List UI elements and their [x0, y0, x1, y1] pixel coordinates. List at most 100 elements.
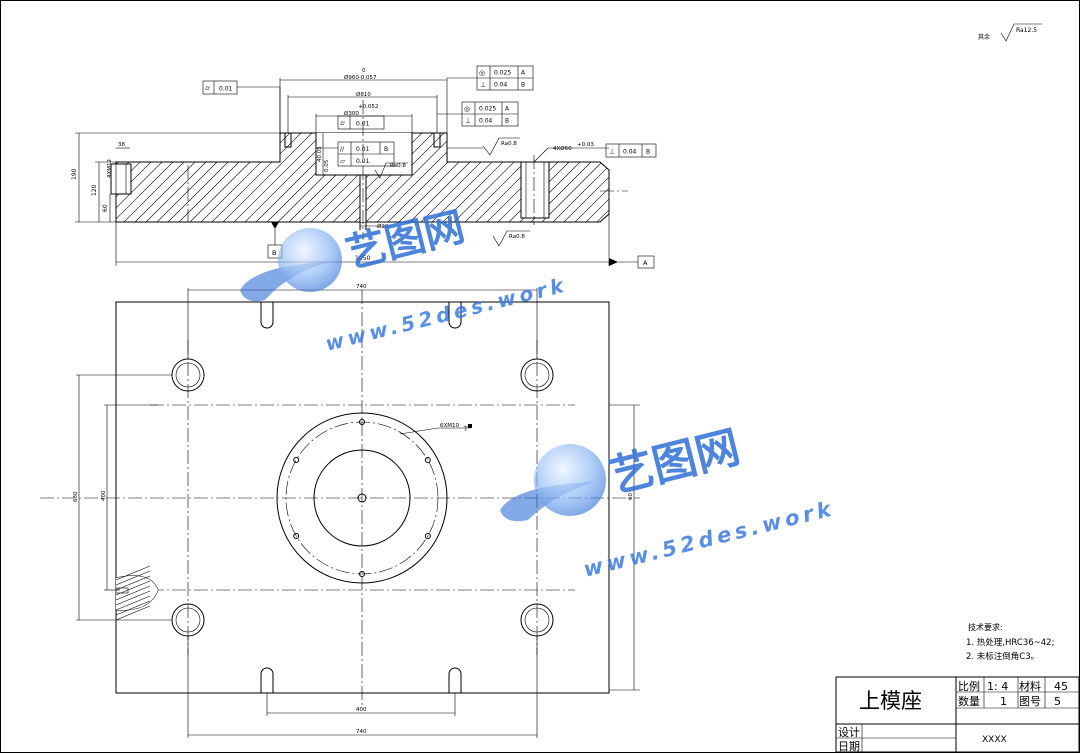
hatch-line	[689, 130, 799, 240]
hatch-line	[556, 133, 609, 222]
plate-outline	[115, 301, 610, 694]
svg-text://: //	[340, 146, 345, 153]
hatch-line	[612, 130, 722, 240]
svg-text:比例: 比例	[958, 679, 980, 693]
svg-text:Ra0.8: Ra0.8	[501, 141, 517, 147]
hatch-line	[700, 130, 810, 240]
svg-text:材料: 材料	[1019, 679, 1041, 693]
svg-text:技术要求:: 技术要求:	[968, 622, 1003, 632]
svg-text:T: T	[463, 426, 468, 433]
svg-text:5: 5	[1054, 695, 1061, 708]
svg-text:A: A	[521, 70, 526, 77]
globe-icon	[278, 228, 342, 292]
svg-text:0: 0	[362, 68, 366, 74]
part-name: 上模座	[859, 689, 922, 713]
technical-requirements: 技术要求: 1. 热处理,HRC36~42; 2. 未标注倒角C3。	[966, 622, 1054, 662]
svg-text:Ra0.8: Ra0.8	[509, 234, 525, 240]
hatch-line	[116, 133, 228, 222]
svg-text:120: 120	[91, 184, 98, 196]
svg-text:设计: 设计	[838, 726, 860, 739]
svg-text:0.01: 0.01	[356, 158, 370, 165]
svg-text:◎: ◎	[479, 69, 485, 77]
fcf-4: ⌭ 0.01	[337, 115, 385, 130]
svg-text:A: A	[505, 106, 510, 113]
svg-text:⊥: ⊥	[609, 148, 615, 156]
hatch-line	[116, 133, 162, 222]
svg-text:1. 热处理,HRC36~42;: 1. 热处理,HRC36~42;	[966, 637, 1054, 648]
hatch-line	[160, 133, 272, 222]
svg-text:其余: 其余	[978, 33, 990, 41]
local-hatch-line	[115, 570, 151, 586]
svg-text:0.04: 0.04	[494, 82, 508, 89]
hatch-line	[711, 130, 821, 240]
svg-text:▱: ▱	[340, 157, 345, 165]
globe-icon	[534, 444, 606, 516]
svg-text:数量: 数量	[958, 695, 980, 708]
svg-text:0.04: 0.04	[623, 149, 637, 156]
svg-text:40.05: 40.05	[317, 146, 323, 162]
fcf-6: ⊥ 0.04 B	[605, 143, 657, 158]
local-hatch-line	[115, 575, 151, 591]
svg-text:日期: 日期	[838, 740, 860, 753]
svg-text:Ø810: Ø810	[356, 91, 371, 98]
local-hatch-line	[115, 590, 151, 606]
svg-text:4XØ60: 4XØ60	[553, 145, 572, 152]
screw-hole	[293, 533, 300, 539]
hatch-line	[127, 133, 239, 222]
screw-hole	[293, 457, 300, 463]
guide-bore	[520, 161, 550, 219]
svg-text:Ø960-0.057: Ø960-0.057	[344, 74, 377, 81]
datum-a	[637, 255, 655, 269]
hatch-line	[138, 133, 250, 222]
svg-text:630: 630	[73, 491, 79, 502]
hatch-line	[336, 133, 448, 222]
svg-text:190: 190	[71, 168, 78, 180]
hatch-line	[656, 130, 766, 240]
fcf-5: // 0.01 B ▱ 0.01	[316, 141, 395, 167]
fcf-3: ◎ 0.025 A ⊥ 0.04 B	[437, 101, 519, 127]
svg-text:Ø300: Ø300	[344, 110, 359, 117]
title-block: 上模座 比例 1: 4 材料 45 数量 1 图号 5 设计 日期 XXXX	[835, 676, 1080, 753]
svg-text:⌭: ⌭	[340, 120, 345, 128]
svg-text:⊥: ⊥	[465, 117, 471, 125]
watermark-1: 艺图网 www.52des.work	[240, 204, 570, 356]
svg-text:0.025: 0.025	[494, 70, 511, 77]
svg-text:0.025: 0.025	[479, 106, 496, 113]
svg-text:+0.03: +0.03	[577, 142, 594, 148]
hatch-line	[589, 133, 609, 222]
plan-view: 740 400 740 630 400 60 6XM10 T	[40, 284, 640, 738]
svg-text:0.01: 0.01	[356, 146, 370, 153]
m12-hole	[110, 163, 132, 195]
roughness-symbol-icon	[1000, 23, 1042, 42]
hatch-line	[325, 133, 437, 222]
svg-text:38: 38	[118, 142, 125, 148]
hatch-line	[634, 130, 744, 240]
svg-text:0.01: 0.01	[356, 121, 370, 128]
svg-text:◎: ◎	[464, 105, 470, 113]
screw-hole	[424, 533, 431, 539]
hatch-line	[623, 130, 733, 240]
svg-text:⌭: ⌭	[205, 85, 210, 93]
hatch-line	[193, 133, 305, 222]
svg-text:B: B	[521, 82, 525, 89]
svg-text:Ø20: Ø20	[377, 223, 389, 230]
local-hatch-line	[115, 595, 151, 611]
watermark-2: 艺图网 www.52des.work	[500, 422, 837, 582]
hatch-line	[171, 133, 283, 222]
svg-text:6XM10: 6XM10	[440, 423, 460, 429]
svg-text:45: 45	[1054, 680, 1068, 693]
svg-text:0.05: 0.05	[324, 159, 330, 172]
hatch-line	[645, 130, 755, 240]
svg-text:B: B	[646, 149, 650, 156]
hatch-line	[116, 133, 195, 222]
svg-text:www.52des.work: www.52des.work	[581, 496, 837, 582]
hatch-line	[215, 133, 327, 222]
svg-text:0.04: 0.04	[479, 118, 493, 125]
svg-text:艺图网: 艺图网	[605, 422, 745, 503]
svg-text:60: 60	[102, 204, 109, 212]
svg-text:XXXX: XXXX	[982, 735, 1007, 745]
svg-text:B: B	[384, 146, 388, 153]
general-roughness-note: 其余 Ra12.5	[978, 23, 1042, 42]
svg-text:4XM12: 4XM12	[107, 159, 113, 178]
